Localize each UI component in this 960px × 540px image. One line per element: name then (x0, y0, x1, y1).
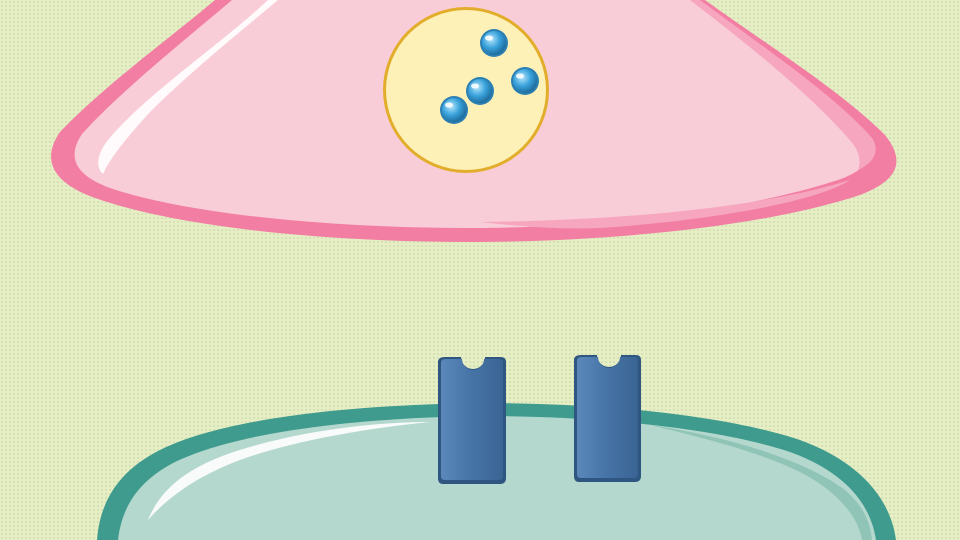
neurotransmitter (440, 96, 468, 124)
neurotransmitter (511, 67, 539, 95)
receptor (574, 355, 641, 482)
neurotransmitter-group (440, 29, 539, 124)
neurotransmitter (480, 29, 508, 57)
postsynaptic-gloss (148, 422, 430, 520)
neurotransmitter (466, 77, 494, 105)
presynaptic-bottom-shading (480, 180, 850, 229)
postsynaptic-shading (650, 425, 872, 540)
receptor (438, 357, 506, 484)
